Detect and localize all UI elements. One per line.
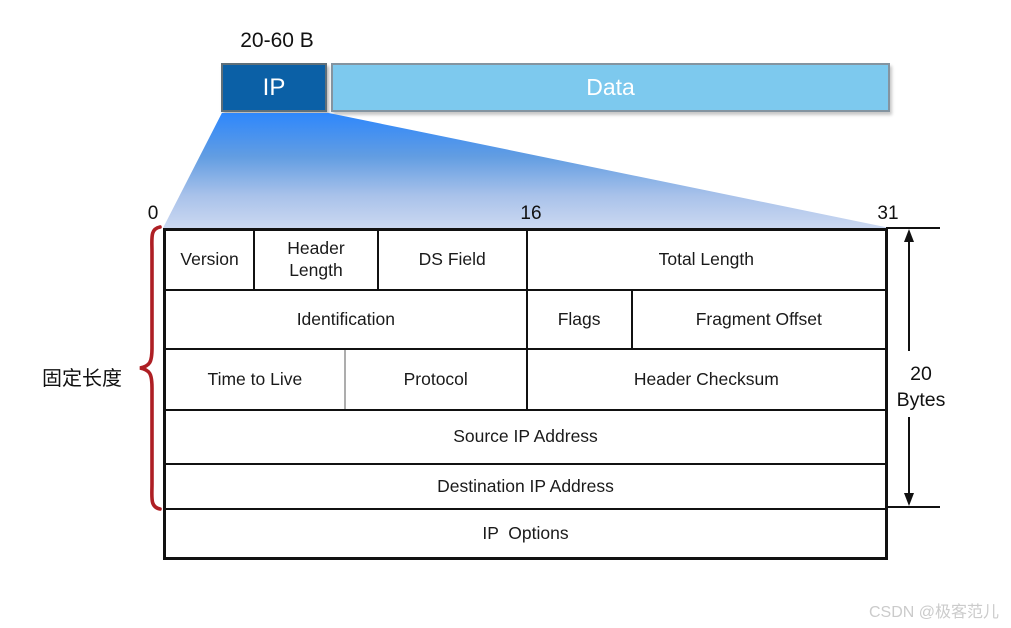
field-flags: Flags bbox=[528, 291, 633, 348]
bytes-value: 20 bbox=[910, 363, 932, 385]
table-row: Identification Flags Fragment Offset bbox=[166, 291, 885, 350]
field-version: Version bbox=[166, 231, 256, 289]
field-label: Total Length bbox=[658, 249, 754, 270]
bit-tick-0: 0 bbox=[147, 203, 159, 224]
table-row: Version Header Length DS Field Total Len… bbox=[166, 231, 885, 291]
fixed-length-label: 固定长度 bbox=[42, 368, 122, 390]
field-fragment-offset: Fragment Offset bbox=[633, 291, 885, 348]
ip-segment-label: IP bbox=[262, 73, 286, 101]
field-label: Protocol bbox=[403, 368, 468, 389]
curly-brace bbox=[139, 225, 162, 511]
ip-segment-box: IP bbox=[221, 63, 327, 112]
field-label: Version bbox=[180, 249, 239, 270]
field-label: Fragment Offset bbox=[695, 308, 822, 329]
field-protocol: Protocol bbox=[346, 350, 528, 409]
table-row: Source IP Address bbox=[166, 411, 885, 465]
bit-tick-31: 31 bbox=[877, 203, 899, 224]
table-row: IP Options bbox=[166, 510, 885, 557]
field-ip-options: IP Options bbox=[166, 510, 885, 557]
watermark: CSDN @极客范儿 bbox=[868, 604, 999, 621]
field-label: DS Field bbox=[418, 249, 486, 270]
table-row: Time to Live Protocol Header Checksum bbox=[166, 350, 885, 411]
data-segment-label: Data bbox=[586, 74, 635, 100]
bit-tick-16: 16 bbox=[520, 203, 542, 224]
field-destination-ip: Destination IP Address bbox=[166, 465, 885, 508]
field-header-checksum: Header Checksum bbox=[528, 350, 885, 409]
field-identification: Identification bbox=[166, 291, 528, 348]
field-label: Flags bbox=[557, 308, 601, 329]
field-time-to-live: Time to Live bbox=[166, 350, 346, 409]
field-label: IP Options bbox=[482, 522, 569, 543]
ip-header-field-table: Version Header Length DS Field Total Len… bbox=[163, 228, 888, 560]
ip-header-size-label: 20-60 B bbox=[240, 29, 314, 52]
field-ds-field: DS Field bbox=[379, 231, 528, 289]
field-label: Header Length bbox=[287, 238, 345, 280]
field-label: Identification bbox=[296, 308, 395, 329]
field-label: Header Checksum bbox=[633, 368, 779, 389]
field-source-ip: Source IP Address bbox=[166, 411, 885, 463]
field-total-length: Total Length bbox=[528, 231, 885, 289]
data-segment-box: Data bbox=[331, 63, 890, 112]
field-label: Time to Live bbox=[207, 368, 303, 389]
field-header-length: Header Length bbox=[255, 231, 379, 289]
bytes-unit: Bytes bbox=[896, 389, 946, 412]
field-label: Destination IP Address bbox=[437, 475, 614, 496]
bytes-measure-arrow bbox=[886, 227, 940, 508]
bytes-label: 20 Bytes bbox=[891, 361, 951, 414]
table-row: Destination IP Address bbox=[166, 465, 885, 510]
field-label: Source IP Address bbox=[453, 426, 598, 447]
